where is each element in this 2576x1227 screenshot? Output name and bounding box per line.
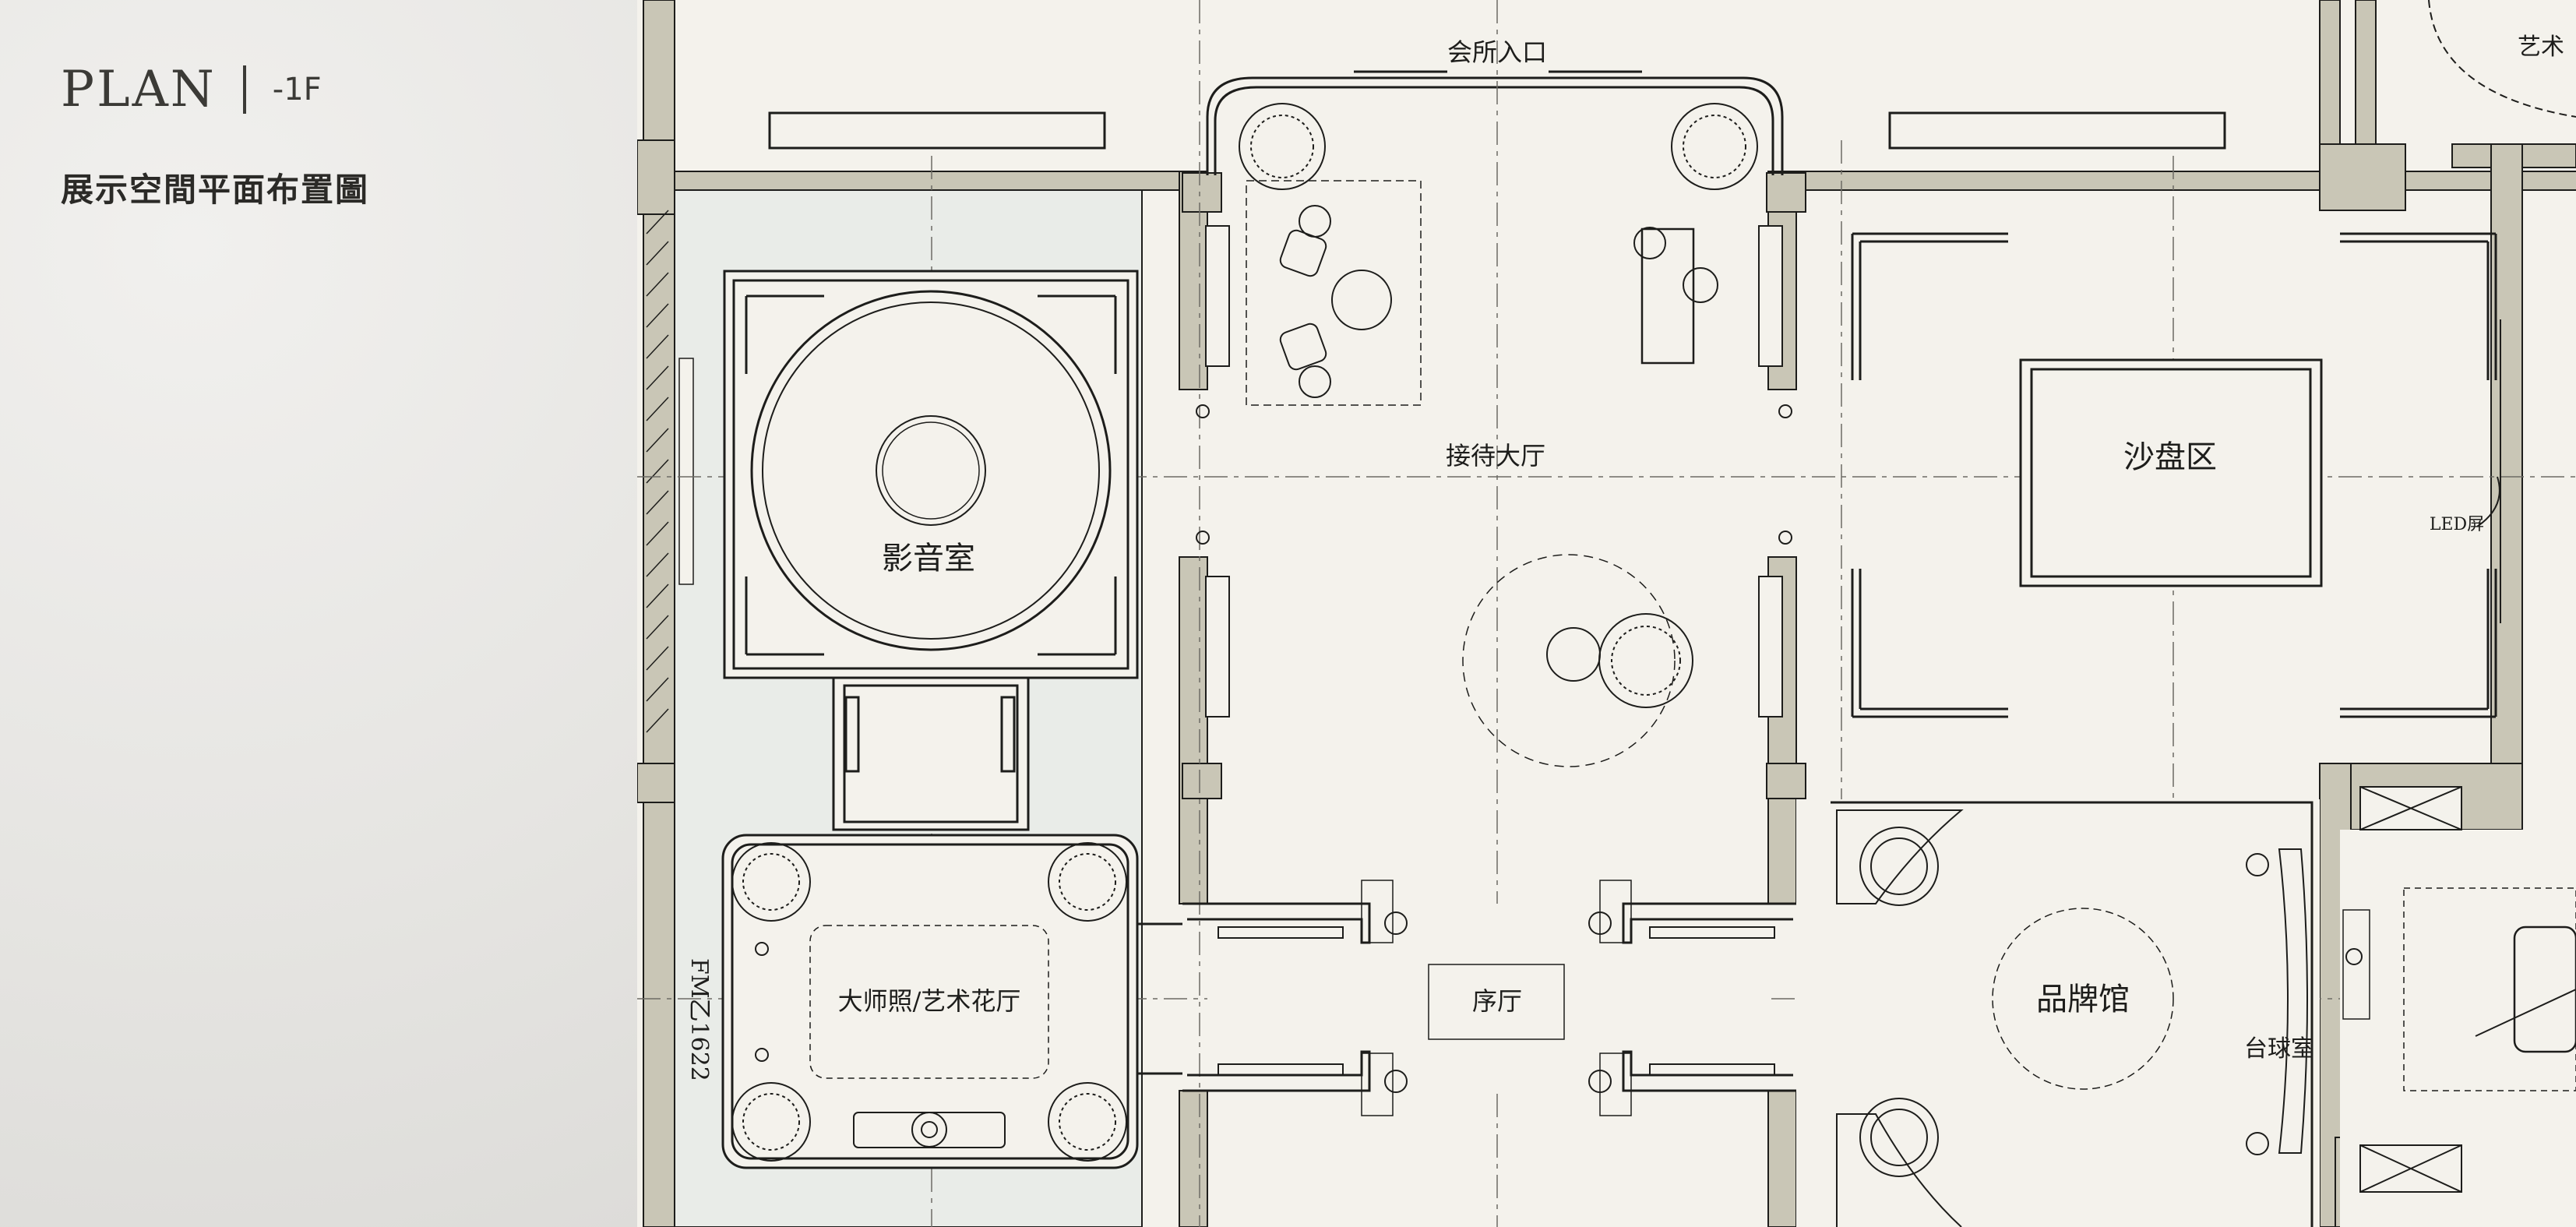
entrance-label: 会所入口 — [1447, 37, 1547, 67]
brand-hall-label: 品牌馆 — [2036, 982, 2130, 1017]
title-row: PLAN -1F — [61, 61, 322, 118]
foyer — [1182, 880, 1796, 1116]
reception-furniture — [1239, 103, 1758, 767]
av-room-label: 影音室 — [882, 541, 975, 576]
plant-icon — [731, 842, 1127, 1162]
billiards-label: 台球室 — [2244, 1035, 2314, 1063]
sand-table-zone — [1851, 232, 2501, 718]
art-hall — [721, 834, 1182, 1169]
sidebar-panel: PLAN -1F 展示空間平面布置圖 — [0, 0, 637, 1227]
title-divider — [242, 65, 246, 114]
hatch-strip — [646, 210, 694, 733]
foyer-label: 序厅 — [1472, 986, 1522, 1016]
art-corner-label: 艺术 — [2518, 33, 2564, 61]
reception-label: 接待大厅 — [1446, 441, 1545, 471]
lamp-markers — [755, 404, 2363, 1155]
plan-title: PLAN — [61, 61, 217, 118]
bench-top-left — [768, 111, 1106, 150]
art-corner — [2428, 0, 2576, 118]
led-screen-label: LED屏 — [2430, 515, 2484, 534]
floor-code: -1F — [272, 72, 322, 108]
billiards-room — [2340, 786, 2576, 1227]
plan-subtitle: 展示空間平面布置圖 — [61, 171, 370, 209]
bench-top-right — [1888, 111, 2226, 150]
sand-table-label: 沙盘区 — [2123, 439, 2217, 475]
brand-hall — [1796, 799, 2320, 1227]
center-walls — [1179, 171, 1806, 1227]
art-hall-label: 大师照/艺术花厅 — [838, 986, 1021, 1016]
floor-plan-drawing: 影音室 大师照/艺术花厅 FM乙1622 会所入口 接待大厅 — [637, 0, 2576, 1227]
entrance-canopy — [1206, 70, 1784, 175]
av-room — [723, 270, 1139, 831]
door-code-label: FM乙1622 — [685, 958, 713, 1081]
